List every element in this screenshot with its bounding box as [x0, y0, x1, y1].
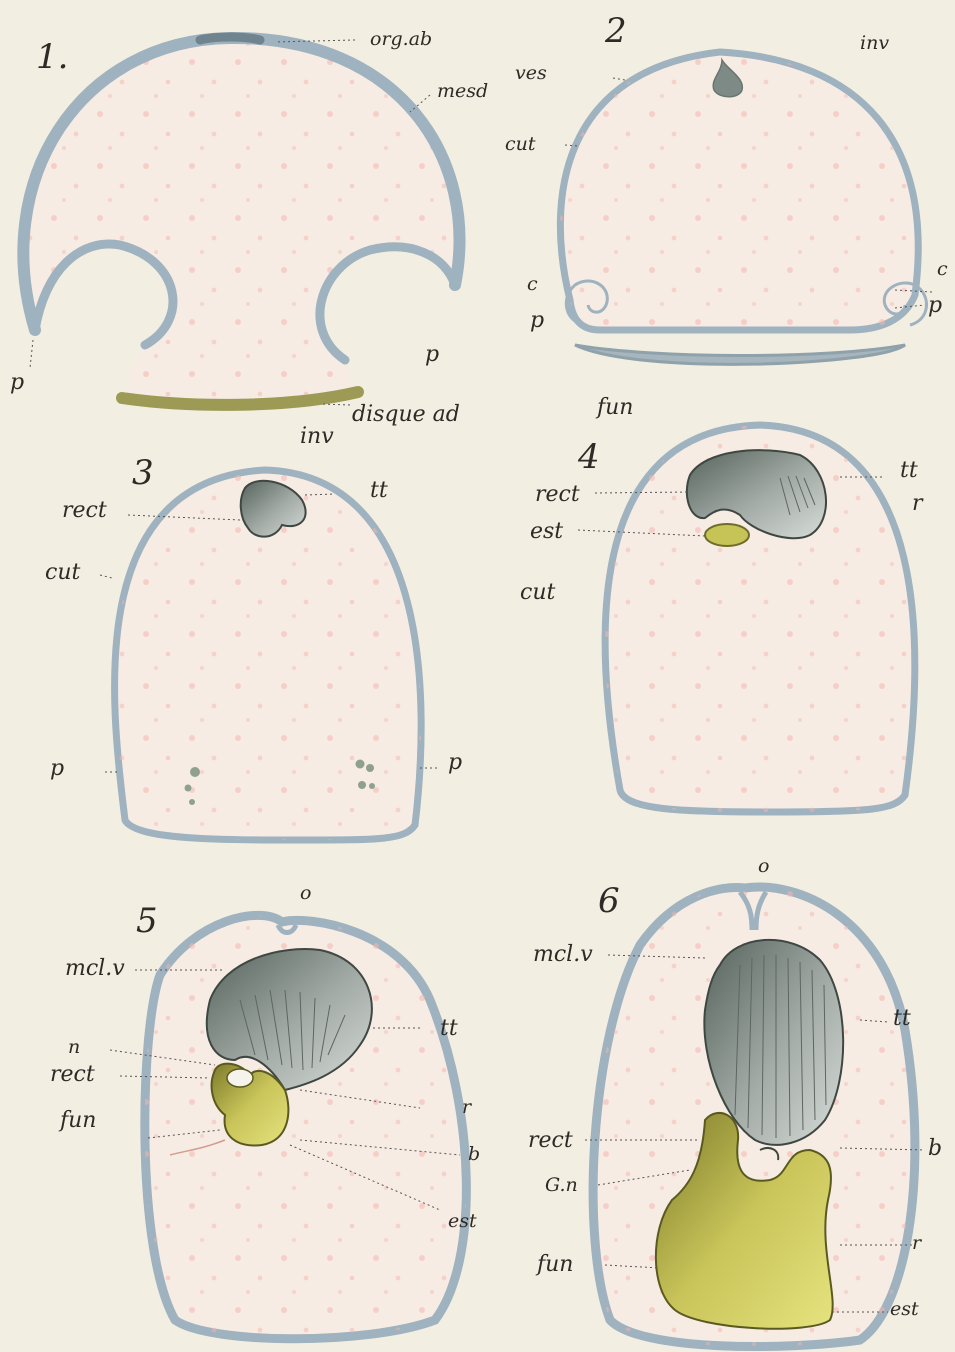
fig5-label-tt: tt: [440, 1018, 458, 1040]
fig5-label-r: r: [462, 1098, 471, 1117]
fig3-label-cut: cut: [45, 562, 80, 584]
fig3-label-tt: tt: [370, 480, 388, 502]
fig4-label-rect: rect: [535, 484, 580, 506]
figure-6-number: 6: [598, 884, 620, 918]
fig5-label-est: est: [448, 1212, 477, 1231]
fig6-label-o: o: [758, 857, 769, 876]
fig2-label-c-right: c: [937, 260, 948, 279]
figure-2: [560, 52, 932, 364]
fig2-label-c-left: c: [527, 275, 538, 294]
fig6-label-b: b: [928, 1138, 942, 1160]
fig3-label-p-right: p: [448, 752, 462, 774]
fig4-label-tt: tt: [900, 460, 918, 482]
fig1-label-mesd: mesd: [437, 82, 488, 101]
fig5-label-fun: fun: [60, 1110, 96, 1132]
fig6-label-rect: rect: [528, 1130, 573, 1152]
fig1-label-p-left: p: [10, 372, 24, 394]
figure-4: [578, 425, 915, 812]
fig5-label-o: o: [300, 884, 311, 903]
fig1-label-disque-ad: disque ad: [352, 404, 460, 426]
fig6-label-tt: tt: [893, 1008, 911, 1030]
figure-3-number: 3: [132, 456, 154, 490]
fig2-label-p-right: p: [928, 295, 942, 317]
fig1-label-p-right: p: [425, 344, 439, 366]
fig5-label-n: n: [68, 1038, 80, 1057]
fig6-label-r: r: [912, 1234, 921, 1253]
fig6-label-gn: G.n: [545, 1176, 578, 1195]
fig2-label-cut: cut: [505, 135, 536, 154]
fig3-label-rect: rect: [62, 500, 107, 522]
fig6-label-est: est: [890, 1300, 919, 1319]
fig2-label-inv: inv: [860, 34, 889, 53]
figure-1-number: 1.: [36, 40, 68, 74]
figure-4-number: 4: [578, 440, 600, 474]
figure-6: [585, 887, 925, 1346]
fig4-label-r: r: [912, 493, 923, 515]
fig1-label-inv: inv: [300, 426, 334, 448]
fig6-label-fun: fun: [537, 1254, 573, 1276]
figure-3: [100, 470, 440, 840]
fig5-label-rect: rect: [50, 1064, 95, 1086]
fig5-label-mcl-v: mcl.v: [65, 958, 125, 980]
fig4-label-est: est: [530, 521, 563, 543]
figure-1: [23, 37, 459, 405]
fig1-label-org-ab: org.ab: [370, 30, 432, 49]
figure-2-number: 2: [605, 14, 627, 48]
fig2-label-ves: ves: [515, 64, 547, 83]
fig5-label-b: b: [468, 1145, 480, 1164]
fig3-label-p-left: p: [50, 758, 64, 780]
fig2-funiculus-disc: [575, 345, 905, 364]
fig6-label-mcl-v: mcl.v: [533, 944, 593, 966]
fig2-label-fun: fun: [597, 397, 633, 419]
figure-5-number: 5: [136, 904, 158, 938]
fig4-label-cut: cut: [520, 582, 555, 604]
fig4-stomach: [705, 524, 749, 546]
figure-5: [110, 915, 466, 1338]
fig2-label-p-left: p: [530, 310, 544, 332]
